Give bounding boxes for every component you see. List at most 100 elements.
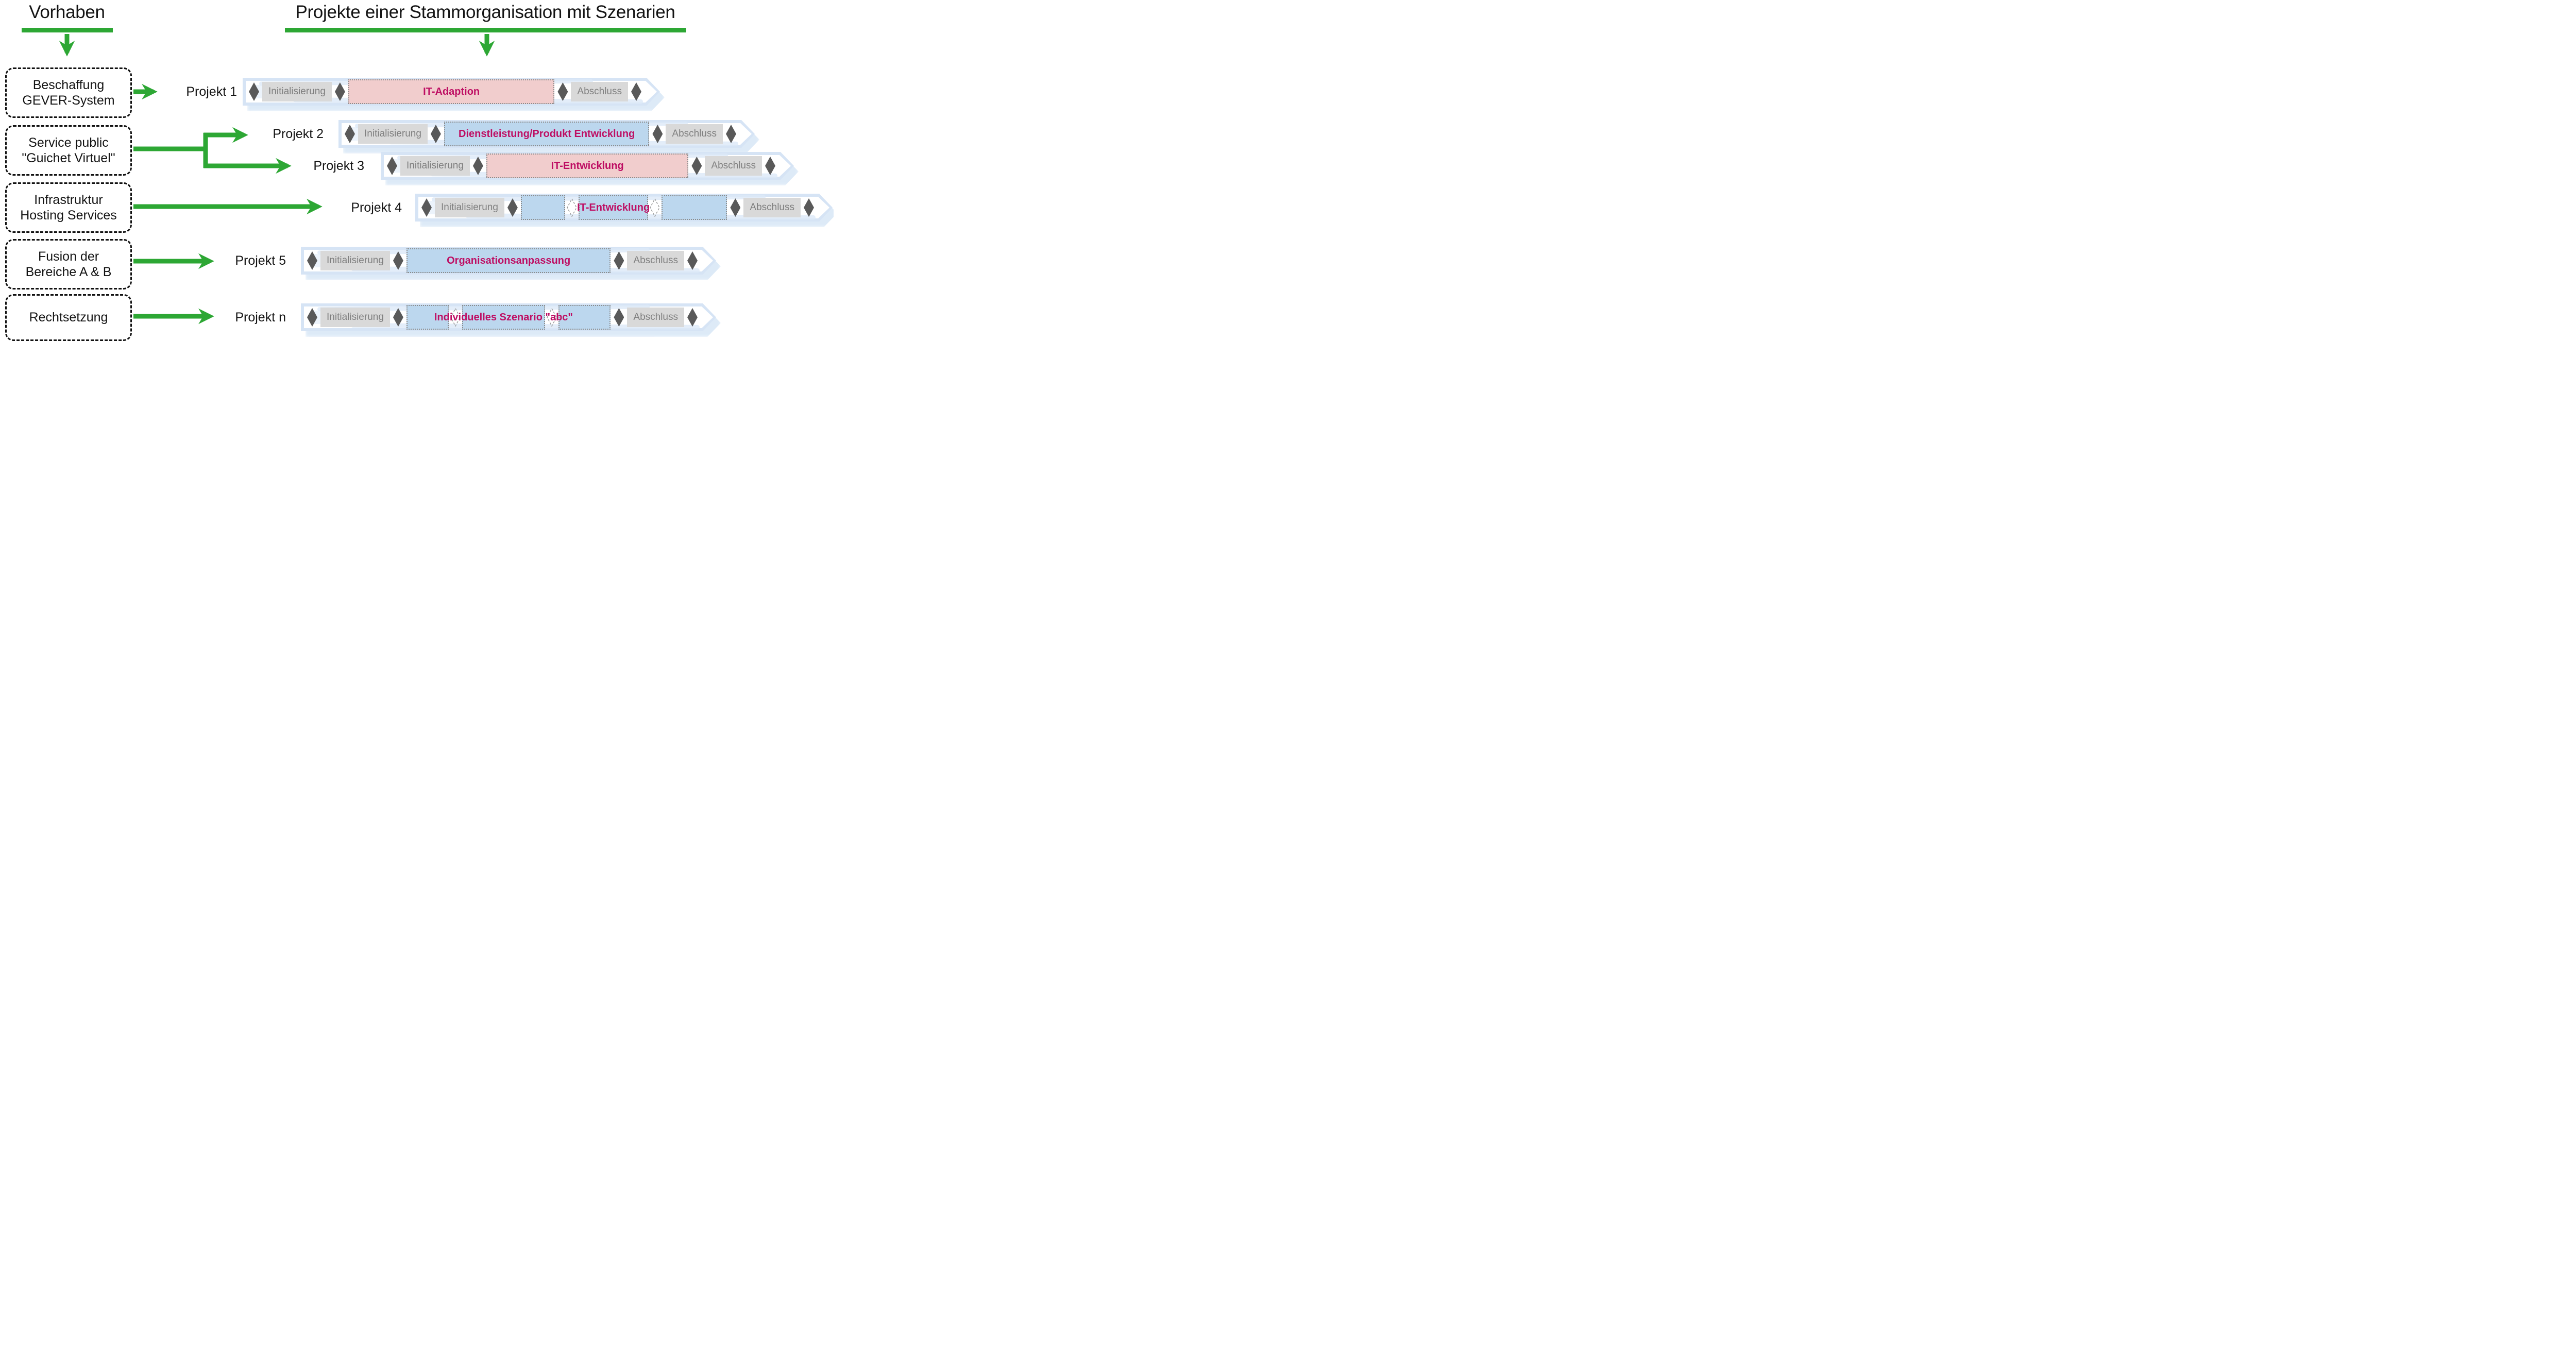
phase-box: Organisationsanpassung	[406, 248, 611, 273]
milestone-abschluss: Abschluss	[627, 308, 684, 327]
vorhaben-title-underline	[22, 28, 113, 32]
milestone-diamond-icon	[249, 82, 259, 101]
vorhaben-box-line: Fusion der	[38, 249, 99, 264]
bar-content: Initialisierung Individuelles Szenario "…	[307, 303, 698, 331]
phase-box: IT-Entwicklung	[579, 195, 648, 220]
project-bar: Initialisierung IT-Entwicklung Abschluss	[415, 194, 833, 222]
milestone-diamond-icon	[421, 198, 432, 217]
milestone-diamond-icon	[387, 157, 397, 175]
project-label: Projekt 4	[351, 200, 402, 215]
milestone-diamond-icon	[393, 251, 403, 270]
milestone-diamond-icon	[393, 308, 403, 327]
phase-box	[406, 305, 449, 330]
bar-segments: Organisationsanpassung	[406, 248, 611, 273]
milestone-abschluss: Abschluss	[627, 251, 684, 270]
milestone-diamond-icon	[557, 82, 568, 101]
bar-content: Initialisierung IT-Entwicklung Abschluss	[387, 152, 775, 180]
projekte-title-underline	[285, 28, 686, 32]
milestone-abschluss: Abschluss	[571, 82, 628, 101]
milestone-diamond-icon	[631, 82, 641, 101]
bar-segments: IT-Adaption	[348, 79, 554, 104]
milestone-diamond-icon	[507, 198, 518, 217]
milestone-diamond-icon	[431, 125, 441, 143]
milestone-diamond-icon	[765, 157, 775, 175]
ghost-diamond-icon	[450, 308, 461, 327]
milestone-initialisierung: Initialisierung	[358, 124, 428, 144]
milestone-initialisierung: Initialisierung	[320, 308, 390, 327]
bar-content: Initialisierung Organisationsanpassung A…	[307, 247, 698, 275]
bar-content: Initialisierung IT-Adaption Abschluss	[249, 78, 641, 106]
milestone-initialisierung: Initialisierung	[262, 82, 332, 101]
milestone-diamond-icon	[687, 308, 698, 327]
bar-segments: Dienstleistung/Produkt Entwicklung	[444, 122, 649, 146]
vorhaben-box-label: Service public"Guichet Virtuel"	[22, 135, 115, 166]
phase-box: IT-Adaption	[348, 79, 554, 104]
ghost-diamond-icon	[547, 308, 557, 327]
milestone-initialisierung: Initialisierung	[400, 156, 470, 176]
bar-content: Initialisierung IT-Entwicklung Abschluss	[421, 194, 814, 222]
vorhaben-box-line: Hosting Services	[20, 208, 117, 223]
milestone-diamond-icon	[614, 251, 624, 270]
phase-box: Individuelles Szenario "abc"	[462, 305, 545, 330]
ghost-diamond-icon	[567, 198, 577, 217]
phase-label: IT-Entwicklung	[577, 201, 650, 213]
bar-segments: Individuelles Szenario "abc"	[406, 305, 611, 330]
milestone-diamond-icon	[726, 125, 736, 143]
project-label: Projekt 2	[273, 127, 324, 141]
phase-label: Dienstleistung/Produkt Entwicklung	[459, 128, 635, 140]
project-bar: Initialisierung Dienstleistung/Produkt E…	[338, 120, 755, 148]
phase-label: IT-Entwicklung	[551, 160, 624, 172]
milestone-diamond-icon	[335, 82, 345, 101]
vorhaben-box-line: Service public	[28, 135, 109, 150]
projekte-title: Projekte einer Stammorganisation mit Sze…	[295, 2, 675, 22]
vorhaben-box-line: "Guichet Virtuel"	[22, 151, 115, 165]
project-label: Projekt n	[235, 310, 286, 325]
milestone-abschluss: Abschluss	[666, 124, 723, 144]
bar-content: Initialisierung Dienstleistung/Produkt E…	[345, 120, 736, 148]
vorhaben-box-label: Rechtsetzung	[29, 310, 108, 326]
milestone-initialisierung: Initialisierung	[435, 198, 504, 217]
milestone-diamond-icon	[307, 308, 317, 327]
project-label: Projekt 5	[235, 253, 286, 268]
phase-box: Dienstleistung/Produkt Entwicklung	[444, 122, 649, 146]
vorhaben-box-line: GEVER-System	[22, 93, 115, 108]
vorhaben-box: Rechtsetzung	[5, 294, 132, 341]
phase-label: IT-Adaption	[423, 86, 480, 97]
project-bar: Initialisierung Organisationsanpassung A…	[301, 247, 716, 275]
phase-label: Individuelles Szenario "abc"	[434, 311, 573, 323]
milestone-diamond-icon	[691, 157, 702, 175]
phase-box	[521, 195, 565, 220]
vorhaben-box: Service public"Guichet Virtuel"	[5, 125, 132, 176]
vorhaben-box-line: Beschaffung	[32, 77, 105, 92]
project-bar: Initialisierung IT-Entwicklung Abschluss	[381, 152, 794, 180]
milestone-diamond-icon	[687, 251, 698, 270]
bar-segments: IT-Entwicklung	[486, 154, 688, 178]
milestone-initialisierung: Initialisierung	[320, 251, 390, 270]
milestone-abschluss: Abschluss	[705, 156, 762, 176]
diagram-canvas: Vorhaben Projekte einer Stammorganisatio…	[0, 0, 834, 341]
milestone-diamond-icon	[614, 308, 624, 327]
project-bar: Initialisierung Individuelles Szenario "…	[301, 303, 716, 331]
milestone-diamond-icon	[804, 198, 814, 217]
milestone-diamond-icon	[307, 251, 317, 270]
vorhaben-box-line: Rechtsetzung	[29, 310, 108, 325]
vorhaben-box-line: Infrastruktur	[34, 192, 103, 207]
bar-segments: IT-Entwicklung	[521, 195, 727, 220]
vorhaben-box-line: Bereiche A & B	[25, 265, 112, 279]
phase-label: Organisationsanpassung	[447, 254, 571, 266]
project-label: Projekt 1	[186, 84, 237, 99]
project-bar: Initialisierung IT-Adaption Abschluss	[243, 78, 660, 106]
milestone-abschluss: Abschluss	[743, 198, 801, 217]
ghost-diamond-icon	[650, 198, 660, 217]
milestone-diamond-icon	[345, 125, 355, 143]
vorhaben-title: Vorhaben	[29, 2, 105, 22]
milestone-diamond-icon	[652, 125, 663, 143]
phase-box: IT-Entwicklung	[486, 154, 688, 178]
project-label: Projekt 3	[313, 159, 364, 173]
